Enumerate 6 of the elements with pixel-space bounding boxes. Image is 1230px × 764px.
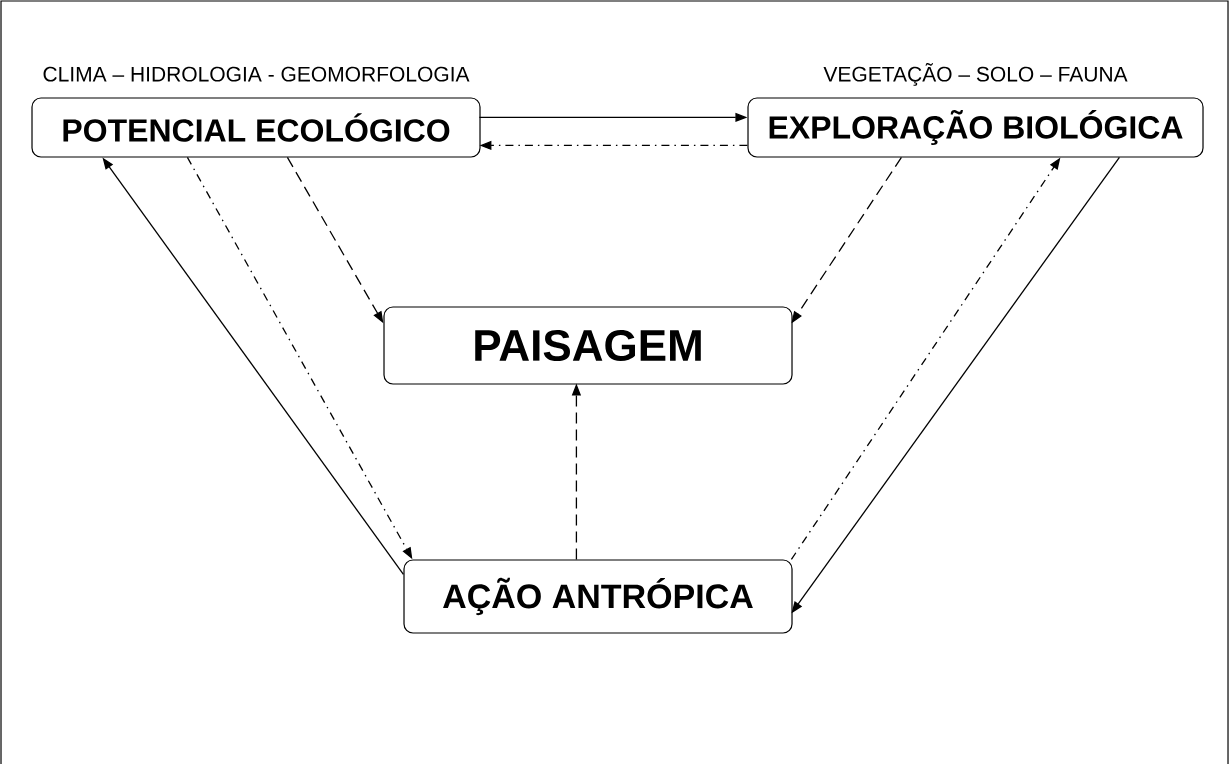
process-box: POTENCIAL ECOLÓGICO xyxy=(31,97,481,158)
process-box: AÇÃO ANTRÓPICA xyxy=(403,559,793,634)
caption-text: VEGETAÇÃO – SOLO – FAUNA xyxy=(823,62,1128,86)
caption-text: CLIMA – HIDROLOGIA - GEOMORFOLOGIA xyxy=(43,66,470,82)
process-box: EXPLORAÇÃO BIOLÓGICA xyxy=(747,97,1204,158)
process-box: PAISAGEM xyxy=(383,306,793,385)
